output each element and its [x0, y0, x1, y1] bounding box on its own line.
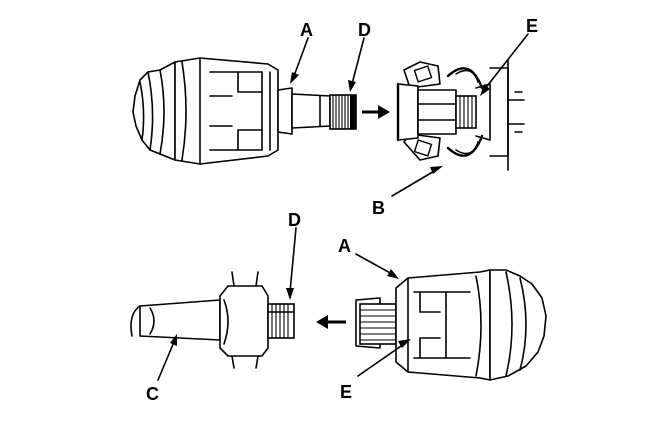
label-a-top: A: [300, 20, 313, 40]
bottom-joint-assembly: [355, 269, 547, 381]
bottom-leaders: [157, 227, 411, 381]
label-d-bottom: D: [288, 210, 301, 230]
top-spline-end: [329, 94, 357, 130]
arrow-left-icon: [316, 315, 346, 329]
top-stub-shaft: [277, 87, 331, 135]
label-d-top: D: [358, 20, 371, 40]
top-boot: [132, 61, 176, 161]
label-c-bottom: C: [146, 384, 159, 404]
bottom-shaft-assembly: [130, 271, 295, 369]
top-leaders: [290, 33, 529, 197]
label-e-bottom: E: [340, 382, 352, 402]
arrow-right-icon: [362, 105, 390, 119]
label-e-top: E: [526, 16, 538, 36]
label-a-bottom: A: [338, 236, 351, 256]
top-driveshaft-assembly: [132, 57, 357, 165]
top-joint-housing: [174, 57, 279, 165]
top-transmission-housing: [396, 59, 525, 171]
label-b-top: B: [372, 198, 385, 218]
